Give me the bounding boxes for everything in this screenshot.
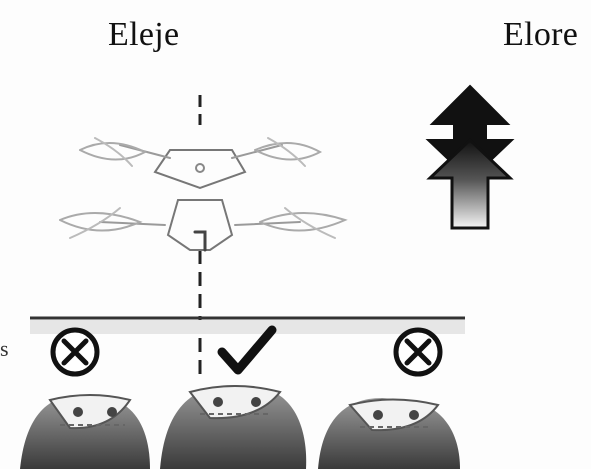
drone-top-view (60, 138, 345, 250)
controller-center (160, 385, 306, 469)
controller-right (318, 398, 460, 469)
check-mark-icon (222, 330, 272, 370)
grey-band (30, 320, 465, 334)
circle-x-icon (396, 330, 440, 374)
controller-left (20, 395, 150, 469)
circle-x-icon (53, 330, 97, 374)
cropped-symbol: s (0, 336, 9, 361)
double-up-arrow-icon (428, 86, 512, 228)
